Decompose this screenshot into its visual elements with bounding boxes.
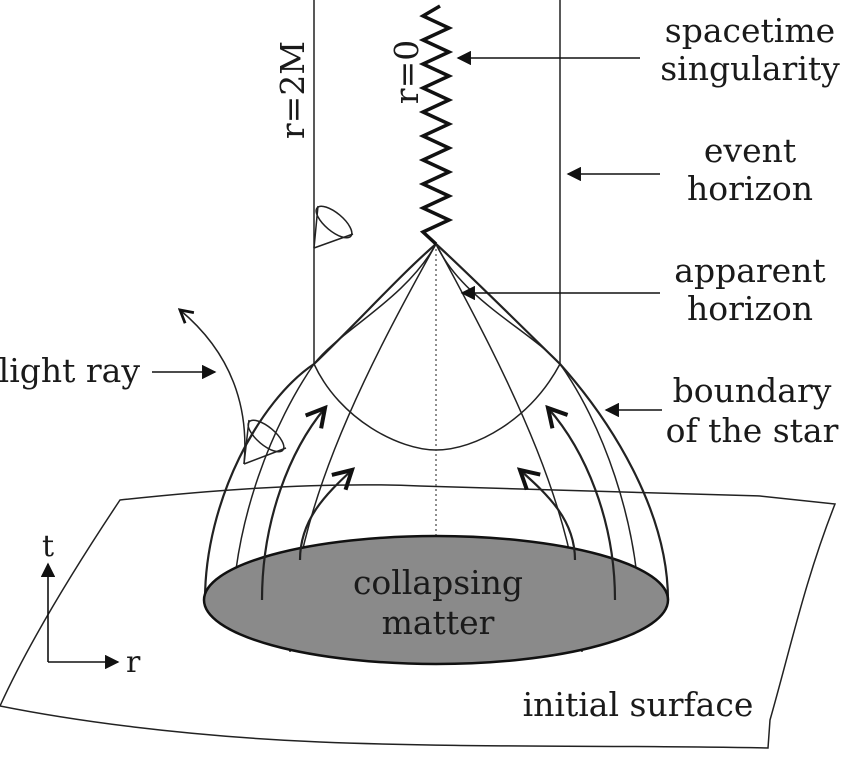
apparent-horizon-label-1: apparent: [674, 251, 825, 290]
infall-arrow: [548, 408, 617, 601]
infall-arrow: [260, 408, 325, 601]
collapsing-matter-label-2: matter: [382, 603, 495, 642]
r-0-label: r=0: [387, 40, 426, 104]
initial-surface-sheet: [0, 484, 837, 749]
singularity-label-1: spacetime: [665, 11, 835, 50]
boundary-label-1: boundary: [673, 371, 832, 410]
r-axis-label: r: [126, 645, 141, 680]
initial-surface-label: initial surface: [523, 685, 754, 724]
light-ray-label: light ray: [0, 351, 140, 390]
apparent-horizon-label-2: horizon: [687, 289, 813, 328]
event-horizon-label-2: horizon: [687, 169, 813, 208]
outgoing-light-ray: [180, 310, 246, 465]
trapped-region-boundary: [313, 363, 561, 451]
infall-arrow: [520, 470, 577, 561]
apparent-horizon-curve: [313, 242, 561, 365]
singularity-zigzag: [418, 4, 454, 246]
t-axis-label: t: [42, 529, 54, 564]
collapsing-matter-disk: [202, 534, 670, 666]
collapsing-matter-label-1: collapsing: [353, 563, 523, 602]
light-cone-upper: [313, 205, 354, 249]
r-2m-label: r=2M: [273, 41, 312, 139]
infall-arrow: [298, 470, 352, 561]
event-horizon-label-1: event: [704, 131, 796, 170]
singularity-label-2: singularity: [660, 49, 840, 88]
boundary-label-2: of the star: [666, 411, 839, 450]
